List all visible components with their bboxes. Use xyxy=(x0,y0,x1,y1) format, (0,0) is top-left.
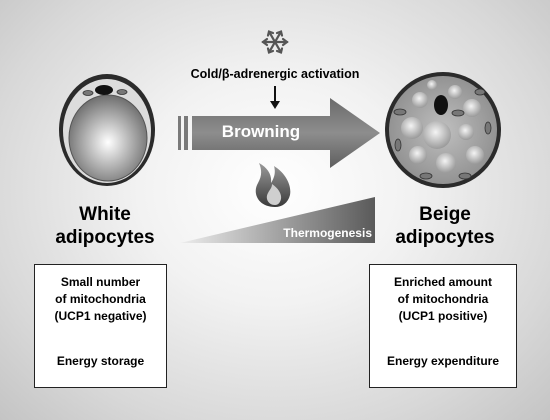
white-box-line3: (UCP1 negative) xyxy=(54,309,147,323)
trigger-arrow xyxy=(270,86,280,109)
white-box-line1: Small number xyxy=(60,275,141,289)
white-adipocyte-info-box: Small number of mitochondria (UCP1 negat… xyxy=(34,264,167,388)
beige-box-line1: Enriched amount xyxy=(393,275,492,289)
beige-box-line2: of mitochondria xyxy=(397,292,489,306)
beige-box-line3: (UCP1 positive) xyxy=(398,309,488,323)
white-title-line1: White xyxy=(79,204,131,225)
beige-adipocyte-info-box: Enriched amount of mitochondria (UCP1 po… xyxy=(369,264,517,388)
browning-arrow xyxy=(178,98,380,168)
thermogenesis-label: Thermogenesis xyxy=(283,226,372,240)
flame-icon xyxy=(255,163,291,207)
beige-title-line2: adipocytes xyxy=(395,227,495,248)
beige-adipocyte-icon xyxy=(385,72,501,188)
beige-adipocytes-title: Beige adipocytes xyxy=(380,203,510,249)
white-title-line2: adipocytes xyxy=(55,227,155,248)
trigger-label: Cold/β-adrenergic activation xyxy=(190,67,360,81)
thermogenesis-wedge xyxy=(180,197,375,243)
white-box-result: Energy storage xyxy=(56,354,145,368)
beige-title-line1: Beige xyxy=(419,204,471,225)
white-adipocytes-title: White adipocytes xyxy=(40,203,170,249)
snowflake-icon xyxy=(261,30,289,54)
beige-box-result: Energy expenditure xyxy=(386,354,500,368)
white-adipocyte-icon xyxy=(59,74,155,186)
white-box-line2: of mitochondria xyxy=(55,292,146,306)
browning-label: Browning xyxy=(221,122,301,141)
